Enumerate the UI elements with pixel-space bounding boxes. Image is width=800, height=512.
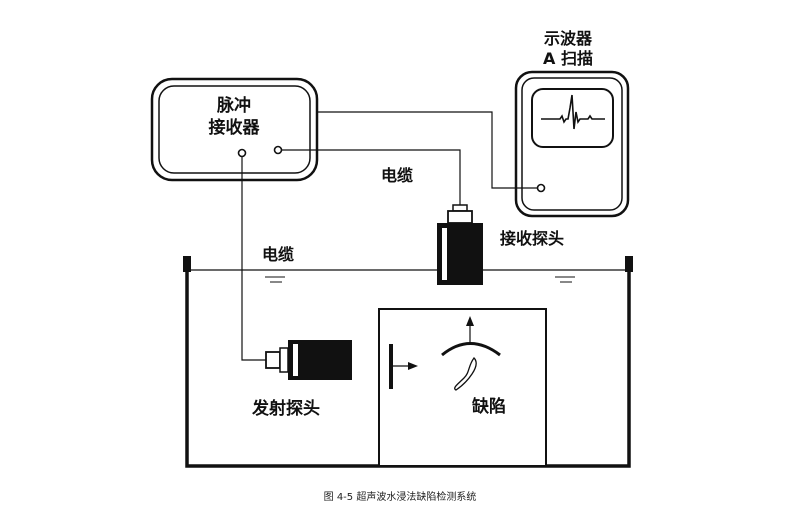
- oscilloscope-screen: [531, 88, 614, 148]
- oscilloscope-outer-frame: [514, 70, 630, 218]
- wavefront-arrow-head: [466, 316, 474, 326]
- receiver-input-jack: [273, 145, 283, 155]
- defect-label: 缺陷: [472, 396, 506, 417]
- pulser-receiver-unit: 脉冲 接收器: [150, 77, 319, 182]
- transmit-cable: [241, 157, 268, 361]
- defect-crack: [454, 357, 477, 391]
- oscilloscope-input-jack: [536, 183, 546, 193]
- transmitting-probe-neck: [279, 347, 289, 373]
- transmitting-probe: [265, 340, 352, 380]
- transmitting-probe-body: [288, 340, 352, 380]
- figure-caption: 图 4-5 超声波水浸法缺陷检测系统: [324, 490, 477, 503]
- cable-label-lower: 电缆: [262, 245, 294, 264]
- pulser-receiver-label-line1: 脉冲: [216, 95, 251, 116]
- pulser-receiver-inner-frame: [158, 85, 311, 174]
- specimen-block: [378, 308, 547, 467]
- a-scan-trace: [541, 94, 605, 130]
- receiving-probe-connector: [447, 210, 473, 224]
- cable-label-upper: 电缆: [381, 166, 413, 185]
- pulser-output-jack: [237, 148, 247, 158]
- transmitting-probe-connector: [265, 351, 281, 369]
- receive-cable: [282, 149, 461, 205]
- scope-cable: [317, 111, 537, 189]
- receiving-probe: [437, 204, 483, 285]
- receiving-probe-label: 接收探头: [500, 229, 564, 248]
- pulser-receiver-label-line2: 接收器: [209, 117, 261, 138]
- transmitting-probe-label: 发射探头: [251, 398, 320, 419]
- test-specimen: [378, 308, 547, 467]
- oscilloscope-label-line2: A 扫描: [543, 49, 593, 68]
- incident-surface-marker: [389, 344, 393, 389]
- tank-left-post: [183, 256, 191, 272]
- oscilloscope-inner-frame: [521, 77, 623, 211]
- tank-right-post: [625, 256, 633, 272]
- water-ripples: [265, 276, 575, 283]
- beam-arrow-head: [408, 362, 418, 370]
- receiving-probe-highlight: [442, 228, 447, 280]
- oscilloscope-unit: 示波器 A 扫描: [514, 29, 630, 218]
- transmitting-probe-highlight: [293, 344, 298, 376]
- oscilloscope-label-line1: 示波器: [544, 29, 593, 48]
- cables: [241, 111, 537, 361]
- pulser-receiver-outer-frame: [150, 77, 319, 182]
